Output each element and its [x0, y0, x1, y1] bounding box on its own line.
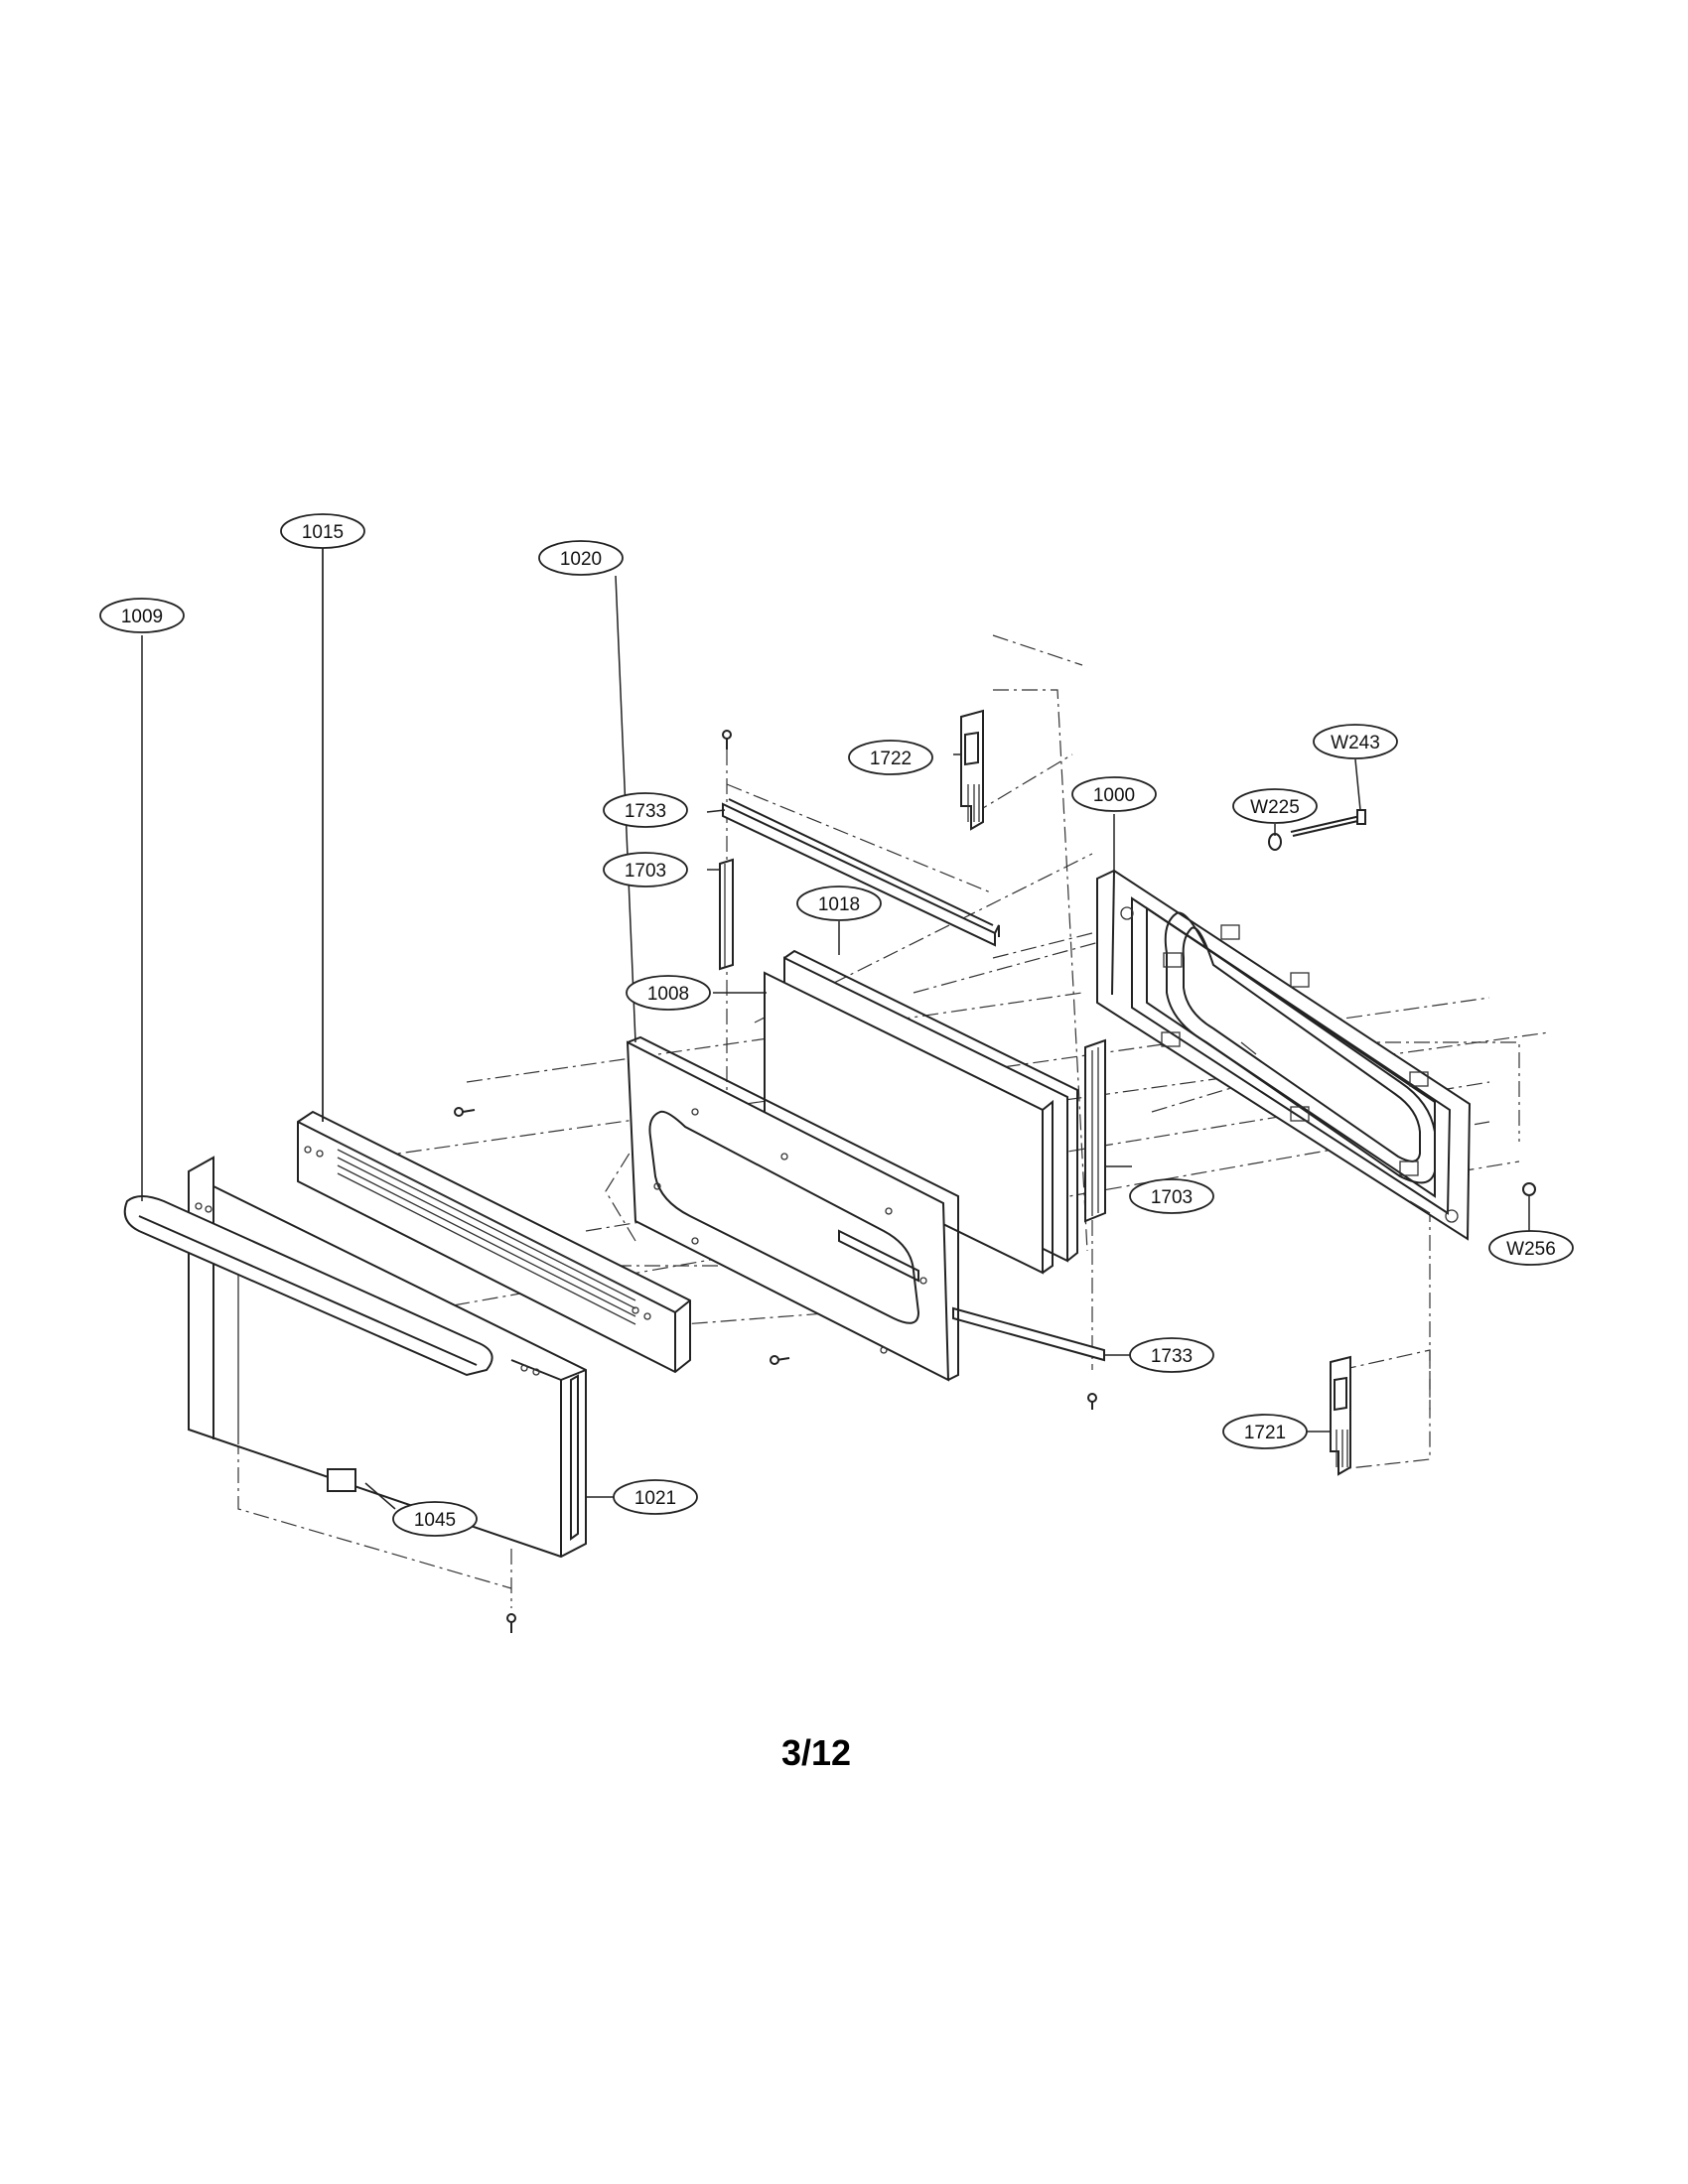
svg-text:W256: W256 — [1506, 1239, 1556, 1260]
callout-1009: 1009 — [99, 598, 185, 633]
callout-1045: 1045 — [392, 1501, 478, 1537]
svg-text:1733: 1733 — [1151, 1346, 1193, 1367]
svg-text:1703: 1703 — [625, 861, 666, 882]
screw-w256 — [1522, 1182, 1536, 1196]
screw-w243 — [1290, 809, 1366, 837]
hinge-1722 — [960, 709, 984, 831]
svg-text:1000: 1000 — [1093, 785, 1135, 806]
svg-text:1722: 1722 — [870, 749, 912, 769]
callout-w225: W225 — [1232, 788, 1318, 824]
callout-1733-top: 1733 — [603, 792, 688, 828]
svg-text:W225: W225 — [1250, 797, 1300, 818]
callout-1000: 1000 — [1071, 776, 1157, 812]
page-number: 3/12 — [781, 1732, 851, 1773]
callout-1703-lower: 1703 — [1129, 1178, 1214, 1214]
callout-1703-top: 1703 — [603, 852, 688, 887]
svg-text:1009: 1009 — [121, 607, 163, 627]
callout-1721: 1721 — [1222, 1414, 1308, 1449]
svg-text:1020: 1020 — [560, 549, 602, 570]
callout-1018: 1018 — [796, 886, 882, 921]
svg-text:1703: 1703 — [1151, 1187, 1193, 1208]
callout-1021: 1021 — [613, 1479, 698, 1515]
callout-1733-bottom: 1733 — [1129, 1337, 1214, 1373]
callout-1722: 1722 — [848, 740, 933, 775]
svg-text:1733: 1733 — [625, 801, 666, 822]
bracket-1733-top — [722, 798, 1000, 947]
svg-text:1045: 1045 — [414, 1510, 456, 1531]
glass-pane-1008 — [764, 971, 1054, 1275]
svg-text:1021: 1021 — [634, 1488, 676, 1509]
callout-w243: W243 — [1313, 724, 1398, 759]
svg-text:1015: 1015 — [302, 522, 344, 543]
callout-w256: W256 — [1488, 1230, 1574, 1266]
rear-door-frame-part — [1096, 869, 1472, 1241]
strip-1703-top — [719, 858, 734, 971]
vent-trim-1015 — [297, 1110, 691, 1374]
svg-text:1018: 1018 — [818, 894, 860, 915]
handle-1009 — [123, 1195, 493, 1377]
inner-panel-1020 — [626, 1035, 959, 1382]
washer-w225 — [1268, 833, 1282, 851]
svg-text:1721: 1721 — [1244, 1423, 1286, 1443]
hinge-1721 — [1330, 1355, 1351, 1476]
callout-1008: 1008 — [626, 975, 711, 1011]
strip-1703-lower — [1084, 1038, 1106, 1223]
small-screws — [454, 730, 1097, 1633]
svg-text:1008: 1008 — [647, 984, 689, 1005]
callout-1020: 1020 — [538, 540, 624, 576]
callout-1015: 1015 — [280, 513, 365, 549]
svg-text:W243: W243 — [1331, 733, 1380, 753]
callout-leaders — [141, 546, 1530, 1510]
